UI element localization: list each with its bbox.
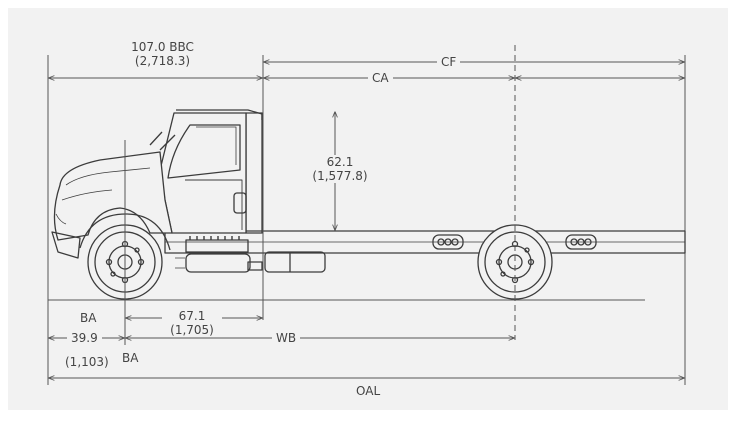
truck-outline — [51, 109, 686, 300]
front-fender — [79, 213, 171, 251]
bbc-inches: 107.0 BBC — [131, 40, 194, 54]
oal-label: OAL — [356, 384, 381, 398]
ca-text: CA — [368, 71, 393, 85]
ca-label: CA — [368, 71, 393, 85]
bbc-mm: (2,718.3) — [134, 54, 191, 68]
side-box — [264, 251, 326, 273]
axle-offset-label: 67.1 (1,705) — [162, 309, 222, 337]
ba-value-label: 39.9 — [67, 331, 102, 345]
ba-value-inches: 39.9 — [67, 331, 102, 345]
cab-height-label: 62.1 (1,577.8) — [303, 155, 377, 183]
cf-text: CF — [437, 55, 461, 69]
axle-offset-mm: (1,705) — [170, 323, 214, 337]
ba-bottom-label: BA — [122, 351, 139, 365]
hood — [53, 151, 173, 241]
cab-window — [167, 124, 241, 179]
door-handle — [233, 192, 247, 214]
axle-offset-inches: 67.1 — [162, 309, 222, 323]
frame-bracket-1 — [432, 234, 464, 250]
front-bumper — [51, 231, 81, 259]
wb-label: WB — [272, 331, 301, 345]
cab-height-mm: (1,577.8) — [312, 169, 368, 183]
cab-rear-panel — [245, 112, 263, 234]
cab-height-inches: 62.1 — [326, 155, 354, 169]
ba-top-label: BA — [80, 311, 97, 325]
cab-body — [159, 112, 247, 234]
frame-bracket-2 — [565, 234, 597, 250]
bbc-label: 107.0 BBC (2,718.3) — [110, 40, 215, 68]
ba-value-mm-label: (1,103) — [65, 355, 109, 369]
battery-box — [185, 239, 249, 253]
wb-text: WB — [272, 331, 301, 345]
cab-roof — [176, 109, 263, 120]
cf-label: CF — [437, 55, 461, 69]
fuel-tank — [185, 253, 251, 273]
